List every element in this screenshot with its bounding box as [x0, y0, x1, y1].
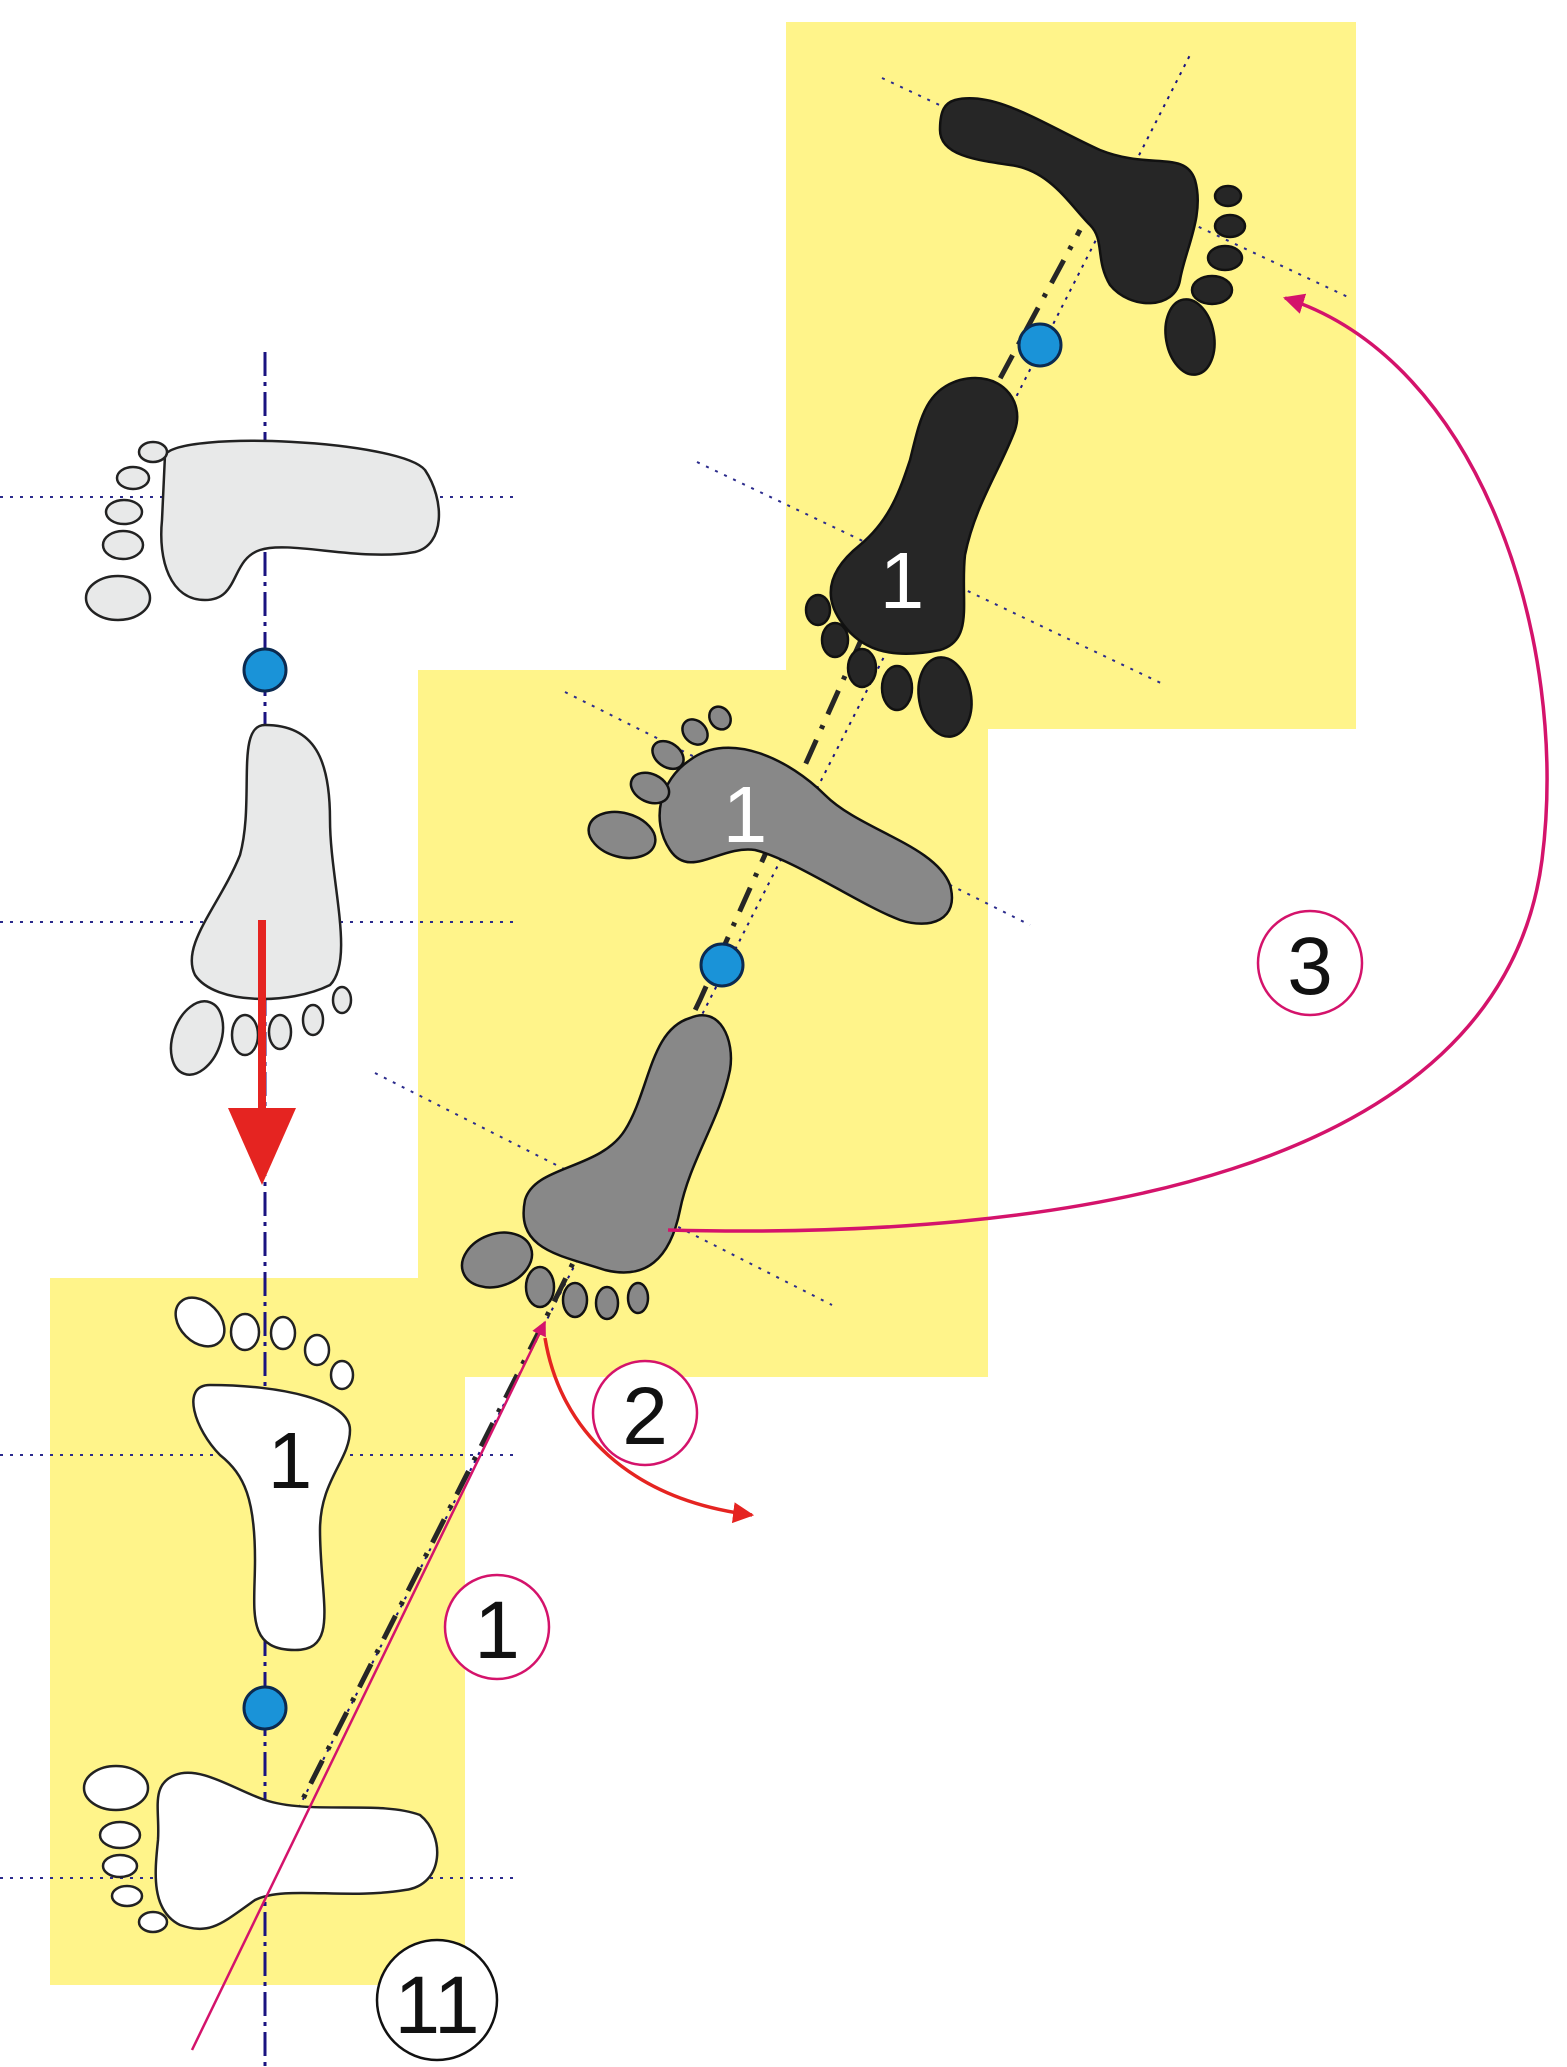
foot-gray-top [587, 705, 954, 925]
pivot-points [242, 322, 1063, 1731]
start-marker: 11 [375, 1938, 499, 2062]
foot-black-label: 1 [880, 536, 925, 625]
step-marker-1: 1 [443, 1573, 551, 1681]
foot-white-bottom [82, 1764, 439, 1934]
svg-text:2: 2 [622, 1371, 668, 1462]
foot-gray-bottom [460, 1014, 733, 1321]
foot-black-top [938, 97, 1247, 376]
dashed-path [259, 228, 1083, 1882]
svg-text:11: 11 [394, 1960, 479, 2051]
pivot-point [699, 942, 745, 988]
magenta-curved-arrow [667, 293, 1549, 1233]
foot-white-label: 1 [268, 1416, 313, 1505]
red-curved-arrow [543, 1337, 755, 1524]
red-arrow-head [228, 1108, 296, 1185]
pivot-point [1017, 322, 1063, 368]
svg-text:1: 1 [474, 1585, 520, 1676]
foot-light-top [84, 439, 441, 622]
highlight-zones [50, 22, 1356, 1985]
step-marker-2: 2 [591, 1359, 699, 1467]
svg-text:3: 3 [1287, 921, 1333, 1012]
pivot-point [242, 647, 288, 693]
foot-gray-label: 1 [723, 770, 768, 859]
foot-white-top [174, 1296, 355, 1652]
foot-light-bottom [169, 723, 353, 1076]
foot-black-bottom [804, 376, 1019, 738]
magenta-step-line [190, 1320, 547, 2051]
step-marker-3: 3 [1256, 909, 1364, 1017]
pivot-point [242, 1685, 288, 1731]
